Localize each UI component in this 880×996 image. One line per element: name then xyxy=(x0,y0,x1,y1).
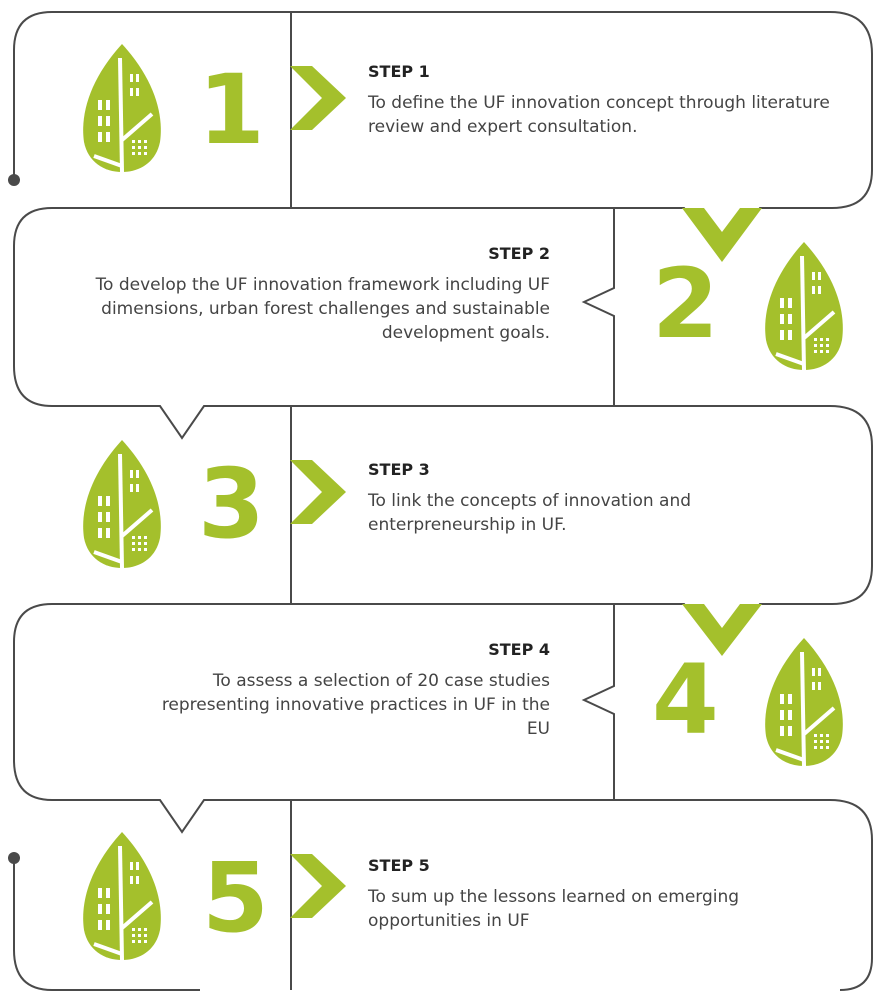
step-block: STEP 3 To link the concepts of innovatio… xyxy=(368,460,788,537)
step-text: To sum up the lessons learned on emergin… xyxy=(368,887,740,931)
step-text: To link the concepts of innovation and e… xyxy=(368,491,692,535)
start-dot xyxy=(8,174,20,186)
step-number: 4 xyxy=(652,644,719,756)
leaf-building-icon xyxy=(763,240,845,372)
step-block: STEP 1 To define the UF innovation conce… xyxy=(368,62,838,139)
step-number: 3 xyxy=(198,448,265,560)
step-text: To develop the UF innovation framework i… xyxy=(95,275,550,343)
chevron-arrow-icon xyxy=(682,604,762,656)
step-block: STEP 2 To develop the UF innovation fram… xyxy=(60,244,550,345)
step-number: 2 xyxy=(652,248,719,360)
chevron-arrow-icon xyxy=(290,66,346,130)
chevron-arrow-icon xyxy=(290,460,346,524)
step-title: STEP 5 xyxy=(368,856,430,875)
step-block: STEP 5 To sum up the lessons learned on … xyxy=(368,856,798,933)
step-title: STEP 3 xyxy=(368,460,430,479)
leaf-building-icon xyxy=(81,42,163,174)
leaf-building-icon xyxy=(81,438,163,570)
end-dot xyxy=(8,852,20,864)
step-title: STEP 2 xyxy=(488,244,550,263)
leaf-building-icon xyxy=(763,636,845,768)
leaf-building-icon xyxy=(81,830,163,962)
chevron-arrow-icon xyxy=(682,208,762,262)
step-number: 1 xyxy=(198,54,265,166)
chevron-arrow-icon xyxy=(290,854,346,918)
step-block: STEP 4 To assess a selection of 20 case … xyxy=(140,640,550,741)
step-text: To define the UF innovation concept thro… xyxy=(368,93,830,137)
connector-lines xyxy=(13,11,873,991)
step-title: STEP 1 xyxy=(368,62,430,81)
step-title: STEP 4 xyxy=(488,640,550,659)
step-text: To assess a selection of 20 case studies… xyxy=(161,671,550,739)
step-number: 5 xyxy=(202,842,269,954)
